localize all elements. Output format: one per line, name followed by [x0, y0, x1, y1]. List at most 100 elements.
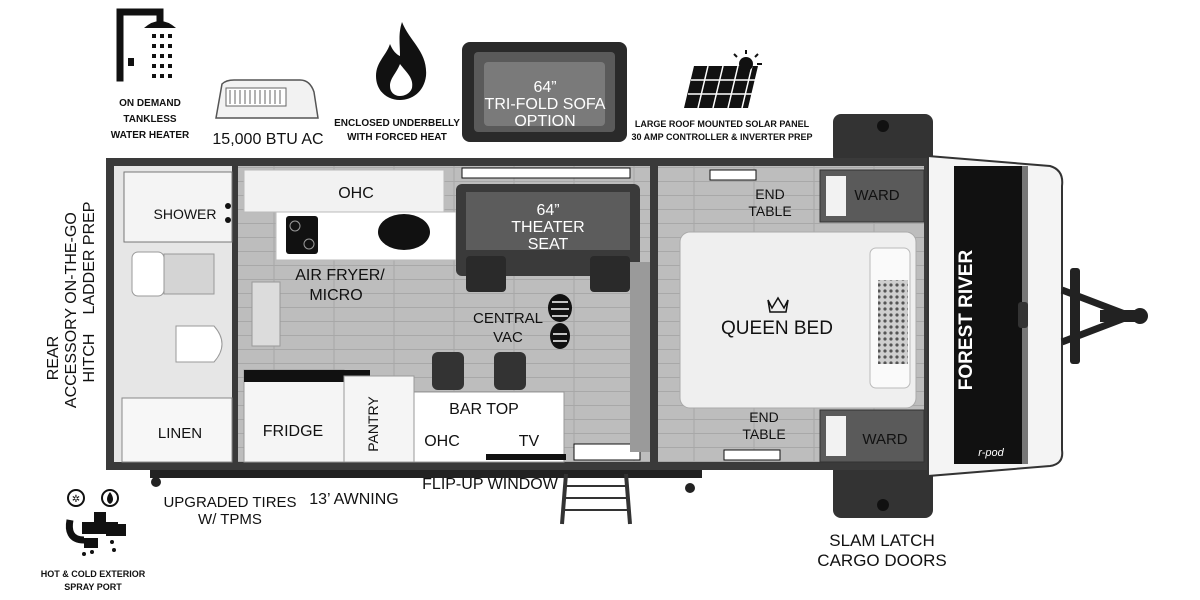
air-conditioner-icon [215, 79, 319, 119]
bedroom-wall [650, 160, 658, 470]
ac-label: 15,000 BTU AC [212, 131, 323, 148]
tv-bar [486, 454, 566, 460]
theater-armrest [466, 256, 506, 292]
spray-port-label-1: HOT & COLD EXTERIOR [41, 569, 146, 579]
awning-rail [150, 470, 702, 478]
ladder-label-2: LADDER PREP [81, 202, 98, 315]
bar-stool [494, 352, 526, 390]
bedroom-window-top [709, 169, 757, 181]
bar-top [413, 391, 565, 463]
latch-icon [877, 499, 889, 511]
solar-panel-icon [684, 50, 762, 109]
tires-label-2: W/ TPMS [198, 511, 262, 528]
water-heater-label-3: WATER HEATER [111, 130, 190, 141]
hitch-label-2: ACCESSORY [63, 308, 80, 409]
bath-sink [131, 251, 165, 297]
ohc-bottom-label: OHC [424, 433, 460, 450]
cargo-door-top [833, 114, 933, 164]
latch-icon [877, 120, 889, 132]
ward-bottom-door [826, 416, 846, 456]
shower-label: SHOWER [154, 206, 217, 222]
shower-drain-dot [225, 217, 231, 223]
underbelly-label-1: ENCLOSED UNDERBELLY [334, 118, 460, 129]
air-fryer-label-2: MICRO [309, 287, 362, 304]
ohc-top [243, 169, 445, 213]
hitch-tongue-icon [1060, 268, 1148, 364]
crown-icon [767, 296, 789, 313]
ward-bottom-label: WARD [862, 431, 907, 448]
pantry [343, 375, 415, 463]
shower-head-dot [225, 203, 231, 209]
side-shelf [251, 281, 281, 347]
kitchen-sink [378, 214, 430, 250]
pantry-label: PANTRY [365, 396, 381, 452]
hitch-label-3: HITCH [81, 334, 98, 383]
flame-icon [376, 22, 427, 100]
tv-label: TV [519, 433, 540, 450]
sofa-label-2: TRI-FOLD SOFA [485, 96, 606, 113]
svg-text:✲: ✲ [72, 494, 80, 505]
hitch-label-1: REAR [45, 336, 62, 380]
cooktop-icon [286, 216, 318, 254]
sofa-icon [462, 42, 627, 142]
shower-stall [123, 171, 233, 243]
tires-label-1: UPGRADED TIRES [163, 494, 296, 511]
entry-steps [560, 473, 632, 525]
cargo-label-1: SLAM LATCH [829, 531, 935, 550]
central-vac-label-2: VAC [493, 329, 523, 346]
awning-arm-rear [151, 477, 161, 487]
cargo-label-2: CARGO DOORS [817, 551, 946, 570]
footprint-icon [548, 294, 572, 349]
front-window-handle [1018, 302, 1028, 328]
fridge-label: FRIDGE [263, 423, 323, 440]
bath-vanity [163, 253, 215, 295]
water-heater-label-1: ON DEMAND [119, 98, 181, 109]
brand-name: FOREST RIVER [956, 250, 977, 391]
end-table-top-label-1: END [755, 186, 785, 202]
spray-port-label-2: SPRAY PORT [64, 582, 122, 592]
shower-head-icon [116, 8, 176, 82]
queen-bed [679, 231, 917, 409]
central-vac-label-1: CENTRAL [473, 310, 543, 327]
solar-label-2: 30 AMP CONTROLLER & INVERTER PREP [631, 132, 812, 142]
end-table-top-label-2: TABLE [748, 203, 791, 219]
linen-label: LINEN [158, 425, 202, 442]
front-cap-stripe [954, 166, 1022, 464]
cargo-door-bottom [833, 462, 933, 518]
air-fryer-label-1: AIR FRYER/ [295, 267, 385, 284]
queen-bed-label: QUEEN BED [721, 318, 833, 339]
flip-window-label: FLIP-UP WINDOW [422, 476, 559, 493]
awning-label: 13’ AWNING [309, 491, 399, 508]
bedroom-window-bottom [723, 449, 781, 461]
end-table-bottom-label-2: TABLE [742, 426, 785, 442]
side-panel [630, 262, 650, 452]
fridge-top [244, 370, 370, 382]
fridge [243, 369, 345, 463]
theater-label-2: THEATER [511, 219, 584, 236]
bar-stool [432, 352, 464, 390]
underbelly-label-2: WITH FORCED HEAT [347, 132, 447, 143]
pillow [878, 280, 908, 364]
ladder-label-1: ON-THE-GO [63, 212, 80, 304]
end-table-bottom-label-1: END [749, 409, 779, 425]
theater-label-1: 64” [536, 202, 559, 219]
theater-seat-cushion [466, 192, 630, 250]
solar-label-1: LARGE ROOF MOUNTED SOLAR PANEL [635, 119, 810, 129]
water-heater-label-2: TANKLESS [123, 114, 176, 125]
bar-top-label: BAR TOP [449, 401, 519, 418]
toilet [175, 325, 223, 363]
ohc-top-label: OHC [338, 185, 374, 202]
theater-label-3: SEAT [528, 236, 569, 253]
ward-top-label: WARD [854, 187, 899, 204]
sofa-label-3: OPTION [514, 113, 575, 130]
spray-port-icon: ✲ [65, 489, 126, 556]
awning-arm-front [685, 483, 695, 493]
theater-armrest [590, 256, 630, 292]
linen-cabinet [121, 397, 233, 463]
top-window [461, 167, 631, 179]
model-logo: r-pod [978, 447, 1004, 459]
ward-top-door [826, 176, 846, 216]
sofa-label-1: 64” [533, 79, 556, 96]
